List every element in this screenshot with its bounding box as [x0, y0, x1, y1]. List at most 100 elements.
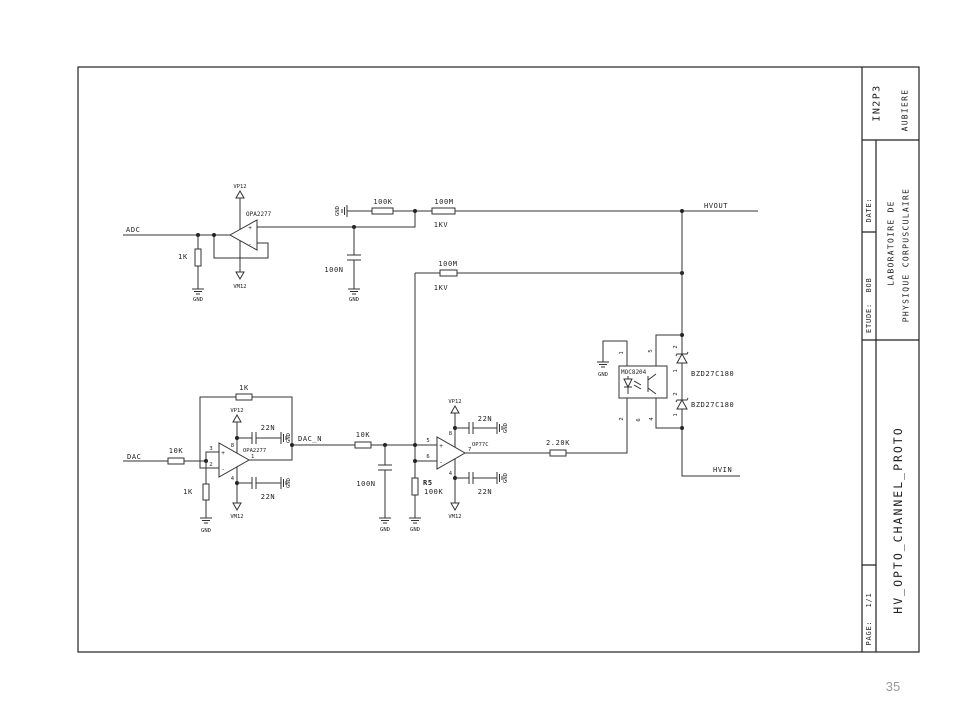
ground-label: GND: [349, 297, 359, 303]
vm12-supply-symbol: [450, 502, 460, 512]
driver-section: R5 100K GND + - OP77C 5 6 7 8 4 VP12 VM1…: [409, 273, 570, 533]
ground-symbol: [192, 288, 204, 295]
capacitor-dacn-100n-value: 100N: [356, 480, 375, 488]
opamp-adc-buffer-part: OPA2277: [246, 211, 272, 218]
wire-adc-feedback: [213, 235, 269, 259]
ground-label: GND: [503, 423, 509, 433]
vp12-label: VP12: [233, 184, 246, 190]
ground-label: GND: [286, 478, 292, 488]
capacitor-dac-vp-22n: [251, 432, 257, 444]
opamp-minus-sign: -: [248, 241, 252, 248]
opamp-minus-sign: -: [439, 459, 443, 466]
ground-label: GND: [503, 473, 509, 483]
opamp-dac-amplifier-part: OPA2277: [243, 448, 266, 454]
page-label: PAGE:: [865, 620, 873, 645]
zener-diode-2: [676, 398, 688, 410]
drawing-frame: [77, 66, 920, 653]
junction-dot: [212, 233, 216, 237]
capacitor-divider-100n: [347, 254, 361, 261]
title-block-lines: [861, 67, 919, 652]
opto-pin-5: 5: [648, 349, 654, 352]
zener-1-pin-k: 2: [673, 345, 679, 348]
opamp-minus-sign: -: [221, 466, 225, 473]
wire-hv-rail: [681, 211, 740, 477]
capacitor-dac-vp-22n-value: 22N: [261, 424, 275, 432]
vm12-supply-symbol: [232, 502, 242, 512]
ground-label: GND: [380, 527, 390, 533]
lab-name-line2: PHYSIQUE CORPUSCULAIRE: [902, 188, 911, 323]
organization-label: IN2P3: [872, 84, 883, 121]
opamp-dac-amplifier: [218, 442, 251, 478]
zener-1-pin-a: 1: [673, 369, 679, 372]
opto-pin-1: 1: [619, 351, 625, 354]
ground-symbol: [341, 205, 348, 217]
resistor-adc-1k-value: 1K: [178, 253, 188, 261]
ground-label: GND: [286, 433, 292, 443]
ground-symbol: [379, 517, 391, 524]
ground-label: GND: [410, 527, 420, 533]
resistor-dac-10k: [167, 457, 185, 465]
hv-output-stage: HVIN BZD27C180 2 1 BZD27C180 2 1 MOC8204…: [566, 209, 740, 477]
resistor-led-2k2: [549, 449, 567, 457]
vm12-label: VM12: [233, 284, 246, 290]
junction-dot: [413, 443, 417, 447]
junction-dot: [680, 209, 684, 213]
capacitor-driver-vp-22n: [468, 422, 474, 434]
schematic-title: HV_OPTO_CHANNEL_PROTO: [891, 426, 905, 613]
resistor-r5: [411, 477, 419, 496]
resistor-r5-ref: R5: [423, 479, 433, 487]
opamp-driver-pin-in-minus: 6: [426, 454, 429, 460]
opto-light-arrows-icon: [633, 380, 642, 390]
opto-led-bar: [624, 376, 632, 394]
capacitor-dac-vm-22n-value: 22N: [261, 493, 275, 501]
resistor-r5-value: 100K: [424, 488, 443, 496]
ground-symbol: [496, 472, 503, 484]
frame-border: [77, 66, 920, 653]
capacitor-driver-vp-22n-value: 22N: [478, 415, 492, 423]
opamp-dac-pin-in-plus: 3: [209, 446, 212, 452]
wire-buffer-input: [257, 211, 416, 228]
resistor-hvout-100m: [431, 207, 456, 215]
wire-dac-feedback: [199, 396, 293, 469]
vp12-supply-symbol: [235, 189, 245, 199]
opamp-adc-buffer: [228, 219, 258, 251]
ground-label: GND: [335, 206, 341, 216]
resistor-dac-10k-value: 10K: [169, 447, 184, 455]
opamp-dac-pin-out: 1: [251, 454, 254, 460]
opamp-driver-pin-in-plus: 5: [426, 438, 429, 444]
opamp-driver: [436, 436, 467, 470]
opamp-dac-pin-in-minus: 2: [209, 462, 212, 468]
zener-diode-1-part: BZD27C180: [691, 370, 734, 378]
capacitor-dacn-100n: [378, 464, 392, 471]
opamp-driver-pin-vminus: 4: [449, 471, 453, 477]
opamp-plus-sign: +: [248, 225, 252, 232]
vm12-supply-symbol: [235, 271, 245, 281]
opamp-driver-pin-out: 7: [468, 447, 471, 453]
opamp-plus-sign: +: [439, 443, 443, 450]
resistor-hvout-100m-rating: 1KV: [434, 221, 449, 229]
ground-symbol: [496, 422, 503, 434]
resistor-dacn-10k: [354, 441, 372, 449]
opamp-dac-pin-vminus: 4: [231, 476, 235, 482]
study-value: BOB: [865, 277, 873, 292]
ground-label: GND: [193, 297, 203, 303]
vp12-label: VP12: [448, 399, 461, 405]
net-label-dac-n: DAC_N: [298, 435, 322, 443]
zener-diode-2-bar: [675, 397, 689, 403]
zener-diode-1-bar: [675, 351, 689, 357]
junction-dot: [413, 459, 417, 463]
resistor-dac-gnd-1k: [202, 483, 210, 501]
dac-input-section: DAC 10K 1K GND 1K + - OPA2277 3 2 8 4 1 …: [123, 384, 437, 534]
capacitor-divider-100n-value: 100N: [324, 266, 343, 274]
resistor-feedback-100m-value: 100M: [438, 260, 457, 268]
vp12-label: VP12: [230, 408, 243, 414]
resistor-feedback-100m: [439, 269, 458, 277]
resistor-adc-1k: [194, 248, 202, 267]
zener-diode-1: [676, 352, 688, 364]
ground-symbol: [409, 517, 421, 524]
slide-page-number: 35: [886, 679, 900, 694]
adc-buffer-section: ADC 1K GND + - OPA2277 VP12 VM12 GND 100…: [123, 184, 758, 303]
ground-symbol: [200, 517, 212, 524]
resistor-led-2k2-value: 2.20K: [546, 439, 570, 447]
opto-pin-6: 6: [636, 418, 642, 421]
